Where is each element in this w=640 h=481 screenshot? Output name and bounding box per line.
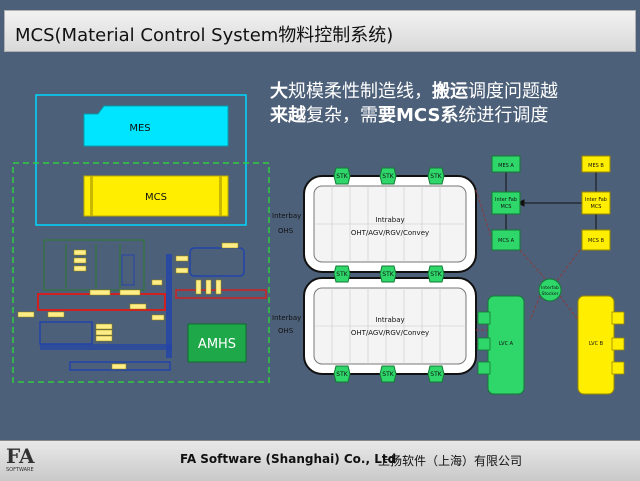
intrabay-bottom-label: Intrabay: [375, 316, 404, 324]
stk-label: STK: [382, 271, 394, 278]
lvc-a-label: LVC A: [499, 341, 514, 347]
heading-bold: 要MCS系: [378, 105, 459, 126]
heading-bold: 来越: [270, 105, 306, 126]
stk-label: STK: [430, 271, 442, 278]
mcs-label: MCS: [145, 192, 167, 203]
stk-label: STK: [382, 173, 394, 180]
mcs-a-box: [491, 229, 521, 251]
stk-label: STK: [382, 371, 394, 378]
interfab-stocker-label-2: Stocker: [542, 291, 559, 297]
interfab-mcs-a-label-1: Inter Fab: [495, 197, 517, 203]
stk-label: STK: [430, 173, 442, 180]
heading-bold: 搬运: [432, 81, 468, 102]
fa-logo-icon: FA: [6, 444, 35, 468]
mes-b-label: MES B: [588, 163, 604, 169]
interfab-mcs-a-box: [491, 191, 521, 215]
stk-nodes: [333, 167, 445, 383]
stk-label: STK: [430, 371, 442, 378]
amhs-label: AMHS: [198, 337, 236, 352]
mes-a-box: [491, 155, 521, 173]
amhs-box: [187, 323, 247, 363]
mcs-box: [83, 175, 229, 217]
mes-box: [83, 105, 229, 147]
mes-label: MES: [129, 123, 150, 134]
intrabay-top-sub: OHT/AGV/RGV/Convey: [351, 229, 429, 237]
mes-b-box: [581, 155, 611, 173]
heading-text: 复杂，需: [306, 105, 378, 126]
heading-bold: 大: [270, 81, 288, 102]
company-name-cn: 上扬软件（上海）有限公司: [378, 454, 523, 468]
floor-layout: [17, 239, 267, 371]
stk-label: STK: [336, 173, 348, 180]
interbay-label-top: Interbay: [272, 212, 301, 220]
ohs-label-bottom: OHS: [278, 327, 294, 335]
mcs-b-label: MCS B: [588, 238, 605, 244]
company-name: FA Software (Shanghai) Co., Ltd: [180, 452, 397, 466]
footer: FA SOFTWARE FA Software (Shanghai) Co., …: [0, 440, 640, 481]
heading-text: 统进行调度: [458, 105, 549, 126]
logo-subtext: SOFTWARE: [6, 467, 34, 473]
interfab-stocker: [538, 278, 562, 302]
interfab-mcs-b-box: [581, 191, 611, 215]
interbay-label-bottom: Interbay: [272, 314, 301, 322]
mes-mcs-frame: [35, 94, 247, 226]
stk-label: STK: [336, 271, 348, 278]
stk-label: STK: [336, 371, 348, 378]
slide-title: MCS(Material Control System物料控制系统): [15, 25, 394, 46]
intrabay-bottom-sub: OHT/AGV/RGV/Convey: [351, 329, 429, 337]
mes-a-label: MES A: [498, 163, 514, 169]
title-bar: MCS(Material Control System物料控制系统): [4, 10, 636, 52]
interfab-mcs-a-label-2: MCS: [501, 204, 512, 210]
ohs-label-top: OHS: [278, 227, 294, 235]
interfab-mcs-b-label-1: Inter Fab: [585, 197, 607, 203]
mcs-b-box: [581, 229, 611, 251]
dashed-frame: [12, 162, 270, 383]
heading-line-1: 大规模柔性制造线，搬运调度问题越: [270, 80, 630, 104]
heading-line-2: 来越复杂，需要MCS系统进行调度: [270, 104, 630, 128]
interfab-mcs-b-label-2: MCS: [591, 204, 602, 210]
interfab-stocker-label-1: Interfab: [541, 285, 559, 291]
right-diagram: Interbay OHS Interbay OHS Intrabay OHT/A…: [272, 155, 625, 395]
mcs-a-label: MCS A: [498, 238, 515, 244]
intrabay-top-label: Intrabay: [375, 216, 404, 224]
heading: 大规模柔性制造线，搬运调度问题越 来越复杂，需要MCS系统进行调度: [270, 80, 630, 128]
heading-text: 调度问题越: [468, 81, 558, 102]
lvc-b-label: LVC B: [589, 341, 604, 347]
heading-text: 规模柔性制造线，: [288, 81, 432, 102]
